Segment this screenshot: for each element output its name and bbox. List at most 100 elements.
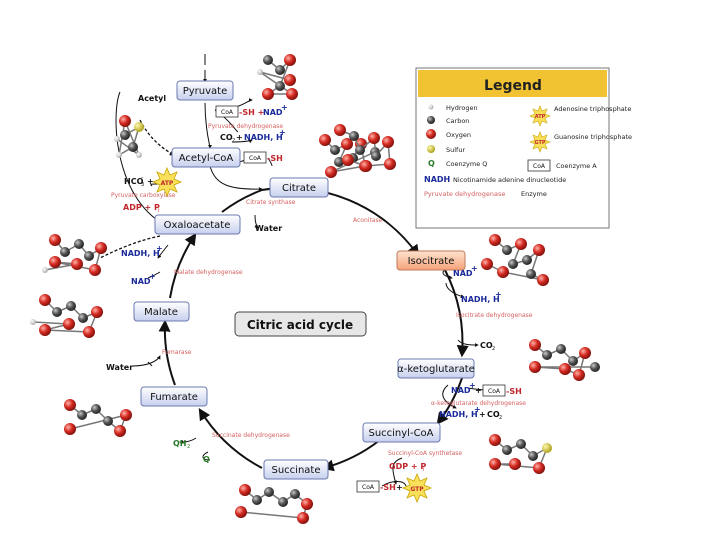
hydrogen-icon [428, 104, 434, 110]
hco3-sub: 3 [141, 182, 144, 188]
legend-row-enzyme: Pyruvate dehydrogenase Enzyme [424, 190, 547, 198]
legend-row-coenzyme-q: Q Coenzyme Q [428, 159, 487, 168]
adp-sub: i [158, 208, 159, 214]
akg-molecule [529, 339, 600, 381]
co2-label-2: CO [480, 341, 493, 350]
svg-text:Carbon: Carbon [446, 117, 469, 125]
acetyl-label: Acetyl [138, 94, 166, 103]
enzyme-pyruvate-dehydrogenase: Pyruvate dehydrogenase [208, 123, 283, 130]
node-succinate-label: Succinate [272, 465, 321, 476]
node-succinate[interactable]: Succinate [263, 459, 329, 480]
node-succinyl-coa-label: Succinyl-CoA [368, 428, 433, 439]
enzyme-aconitase: Aconitase [353, 217, 383, 224]
nadh-plus-sign-2: + [156, 244, 163, 253]
legend: Legend Hydrogen Carbon Oxygen Sulfur Q C… [415, 67, 632, 229]
node-succinyl-coa[interactable]: Succinyl-CoA [362, 422, 441, 443]
enzyme-fumarase: Fumarase [162, 349, 192, 356]
svg-text:Coenzyme A: Coenzyme A [556, 162, 597, 170]
gtp-icon: GTP [401, 472, 433, 504]
sh-label-4: -SH [380, 483, 396, 492]
legend-row-gtp: GTP Guanosine triphosphate [529, 131, 632, 153]
nadh-icon: NADH [424, 175, 450, 184]
co2-sub-2: 2 [492, 346, 495, 352]
coenzyme-q-icon: Q [428, 159, 435, 168]
nad-plus-sign-1: + [281, 103, 288, 112]
nadh-plus-sign-3: + [495, 290, 502, 299]
coa-box-1 [215, 105, 239, 118]
nadh-plus-sign-1: + [279, 128, 286, 137]
nad-plus-sign-4: + [469, 381, 476, 390]
legend-row-sulfur: Sulfur [427, 145, 465, 154]
nad-label-2: NAD [131, 277, 151, 286]
node-alpha-ketoglutarate-label: α-ketoglutarate [397, 364, 475, 375]
legend-row-atp: ATP Adenosine triphosphate [529, 105, 631, 127]
enzyme-akg-dehydrogenase: α-ketoglutarate dehydrogenase [431, 400, 526, 407]
succinyl-coa-molecule [489, 434, 552, 474]
coa-label-4: CoA [362, 484, 375, 491]
acetyl-molecule [114, 115, 144, 158]
q-label: Q [203, 455, 210, 464]
node-oxaloacetate[interactable]: Oxaloacetate [154, 214, 241, 235]
gdp-sub: i [423, 467, 424, 473]
nad-coa-plus: + [475, 386, 482, 395]
malate-molecule [30, 294, 103, 338]
svg-text:Guanosine triphosphate: Guanosine triphosphate [554, 133, 632, 141]
node-alpha-ketoglutarate[interactable]: α-ketoglutarate [397, 358, 475, 379]
nad-plus-sign-3: + [471, 264, 478, 273]
enzyme-citrate-synthase: Citrate synthase [246, 199, 296, 206]
node-acetyl-coa-label: Acetyl-CoA [179, 153, 234, 164]
sh-plus-label: -SH + [239, 108, 264, 117]
node-pyruvate[interactable]: Pyruvate [176, 80, 234, 101]
node-oxaloacetate-label: Oxaloacetate [164, 220, 231, 231]
svg-text:GTP: GTP [534, 140, 545, 146]
coa-box-3 [482, 384, 506, 397]
carbon-icon [427, 116, 435, 124]
node-isocitrate-label: Isocitrate [408, 256, 455, 267]
co2-plus-1: + [236, 133, 243, 142]
atp-label-1: ATP [161, 180, 174, 187]
node-malate-label: Malate [144, 307, 178, 318]
sh-gtp-plus: + [396, 483, 403, 492]
cycle-title: Citric acid cycle [234, 311, 367, 337]
succinate-molecule [235, 484, 313, 524]
legend-row-nadh: NADH Nicotinamide adenine dinucleotide [424, 175, 566, 184]
svg-text:CoA: CoA [533, 163, 546, 170]
nadh-label-2: NADH, H [121, 249, 160, 258]
nad-label-3: NAD [453, 269, 473, 278]
node-acetyl-coa[interactable]: Acetyl-CoA [171, 147, 241, 168]
coa-label-1: CoA [221, 109, 234, 116]
svg-text:ATP: ATP [535, 114, 546, 120]
node-citrate[interactable]: Citrate [269, 177, 329, 198]
water-label-1: Water [255, 224, 282, 233]
sulfur-icon [427, 145, 435, 153]
node-malate[interactable]: Malate [133, 301, 190, 322]
atp-icon: ATP [151, 166, 183, 198]
hco3-label: HCO [124, 177, 144, 186]
nadh-label-4: NADH, H [439, 410, 478, 419]
node-fumarate[interactable]: Fumarate [140, 386, 208, 407]
coa-box-4 [356, 480, 380, 493]
isocitrate-molecule [481, 234, 549, 286]
fumarate-molecule [64, 399, 132, 437]
legend-row-carbon: Carbon [427, 116, 469, 125]
pyruvate-molecule [257, 54, 298, 100]
nad-label-1: NAD [263, 108, 283, 117]
node-citrate-label: Citrate [282, 183, 316, 194]
enzyme-succinate-dehydrogenase: Succinate dehydrogenase [212, 432, 290, 439]
water-label-2: Water [106, 363, 133, 372]
node-fumarate-label: Fumarate [150, 392, 198, 403]
nad-label-4: NAD [451, 386, 471, 395]
gtp-label-1: GTP [410, 486, 424, 493]
legend-row-oxygen: Oxygen [426, 129, 471, 139]
adp-label: ADP + P [123, 203, 160, 212]
hco3-plus: + [147, 177, 154, 186]
node-pyruvate-label: Pyruvate [183, 86, 228, 97]
cofactor-labels: Acetyl CoA -SH + NAD + CO 2 + NADH, H + … [106, 94, 522, 504]
sh-label-2: -SH [267, 154, 283, 163]
node-isocitrate[interactable]: Isocitrate [396, 250, 466, 271]
co2-label-1: CO [220, 133, 233, 142]
svg-text:Hydrogen: Hydrogen [446, 104, 478, 112]
coa-legend-icon [527, 159, 551, 172]
nad-plus-sign-2: + [149, 272, 156, 281]
